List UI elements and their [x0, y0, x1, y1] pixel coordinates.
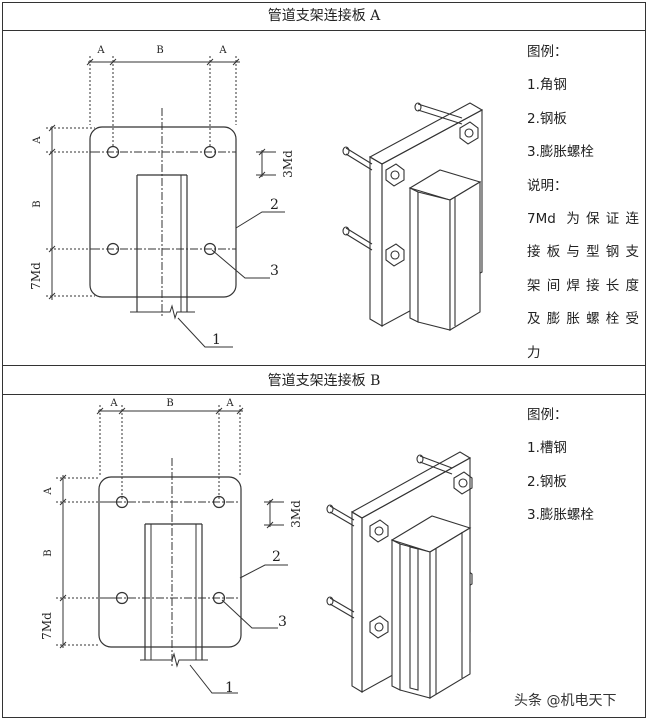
panel-b-title: 管道支架连接板 B [2, 365, 646, 395]
callout-3: 3 [278, 614, 287, 630]
legend-item-2: 2.钢板 [527, 110, 567, 127]
legend-panel-a: 图例： 1.角钢 2.钢板 3.膨胀螺栓 说明： 7Md 为保证连 接板与型钢支… [527, 36, 639, 370]
steel-plate-a [89, 126, 237, 298]
nut [385, 243, 405, 267]
legend-item-3: 3.膨胀螺栓 [527, 507, 594, 524]
nut [369, 615, 389, 639]
dim-a-left-label: A [109, 398, 118, 409]
nut [459, 121, 479, 145]
dim-b-label: B [156, 45, 163, 56]
steel-plate-b [98, 476, 242, 648]
bolt-hole [106, 242, 120, 256]
dim-3md-label: 3Md [289, 500, 303, 528]
legend-item-1: 1.槽钢 [527, 440, 567, 457]
callout-3: 3 [270, 263, 279, 279]
callout-2: 2 [270, 197, 279, 213]
legend-heading: 图例： [527, 44, 568, 60]
note-line: 7Md 为保证连 [527, 211, 639, 228]
bolt-hole [106, 145, 120, 159]
panel-a-title: 管道支架连接板 A [2, 2, 646, 31]
note-line: 及膨胀螺栓受 [527, 311, 639, 328]
bolt-hole [203, 242, 217, 256]
panel-a-isometric-view [342, 102, 484, 331]
callout-2: 2 [272, 549, 281, 565]
panel-b-front-view: A B A A B 7Md 3Md 2 [40, 398, 303, 696]
bolt-hole [212, 495, 226, 509]
legend-item-3: 3.膨胀螺栓 [527, 144, 594, 161]
bolt-hole [115, 495, 129, 509]
legend-item-2: 2.钢板 [527, 473, 567, 490]
nut [369, 519, 389, 543]
legend-item-1: 1.角钢 [527, 77, 567, 94]
dim-b-vertical-label: B [43, 549, 54, 556]
legend-panel-b: 图例： 1.槽钢 2.钢板 3.膨胀螺栓 [527, 399, 639, 533]
dim-b-vertical-label: B [32, 200, 43, 207]
dim-a-left-label: A [96, 45, 105, 56]
watermark: 头条 @机电天下 [514, 693, 617, 709]
callout-1: 1 [225, 680, 234, 696]
dim-3md-label: 3Md [281, 150, 295, 178]
legend-heading: 图例： [527, 407, 568, 423]
callout-1: 1 [212, 332, 221, 348]
panel-b-isometric-view [326, 451, 473, 699]
note-line: 架间焊接长度 [527, 277, 639, 294]
dim-a-vertical-label: A [43, 487, 54, 496]
dim-a-right-label: A [225, 398, 234, 409]
nut [385, 163, 405, 187]
dim-7md-label: 7Md [40, 612, 54, 640]
note-heading: 说明： [527, 177, 568, 194]
note-line: 接板与型钢支 [527, 244, 639, 261]
nut [453, 471, 473, 495]
dim-b-label: B [166, 398, 173, 409]
dim-7md-label: 7Md [29, 262, 43, 290]
panel-a-front-view: A B A A B 7Md 3Md [29, 45, 295, 348]
bolt-hole [115, 591, 129, 605]
bolt-hole [203, 145, 217, 159]
note-line: 力 [527, 344, 541, 361]
bolt-hole [212, 591, 226, 605]
dim-a-right-label: A [218, 45, 227, 56]
dim-a-vertical-label: A [32, 136, 43, 145]
